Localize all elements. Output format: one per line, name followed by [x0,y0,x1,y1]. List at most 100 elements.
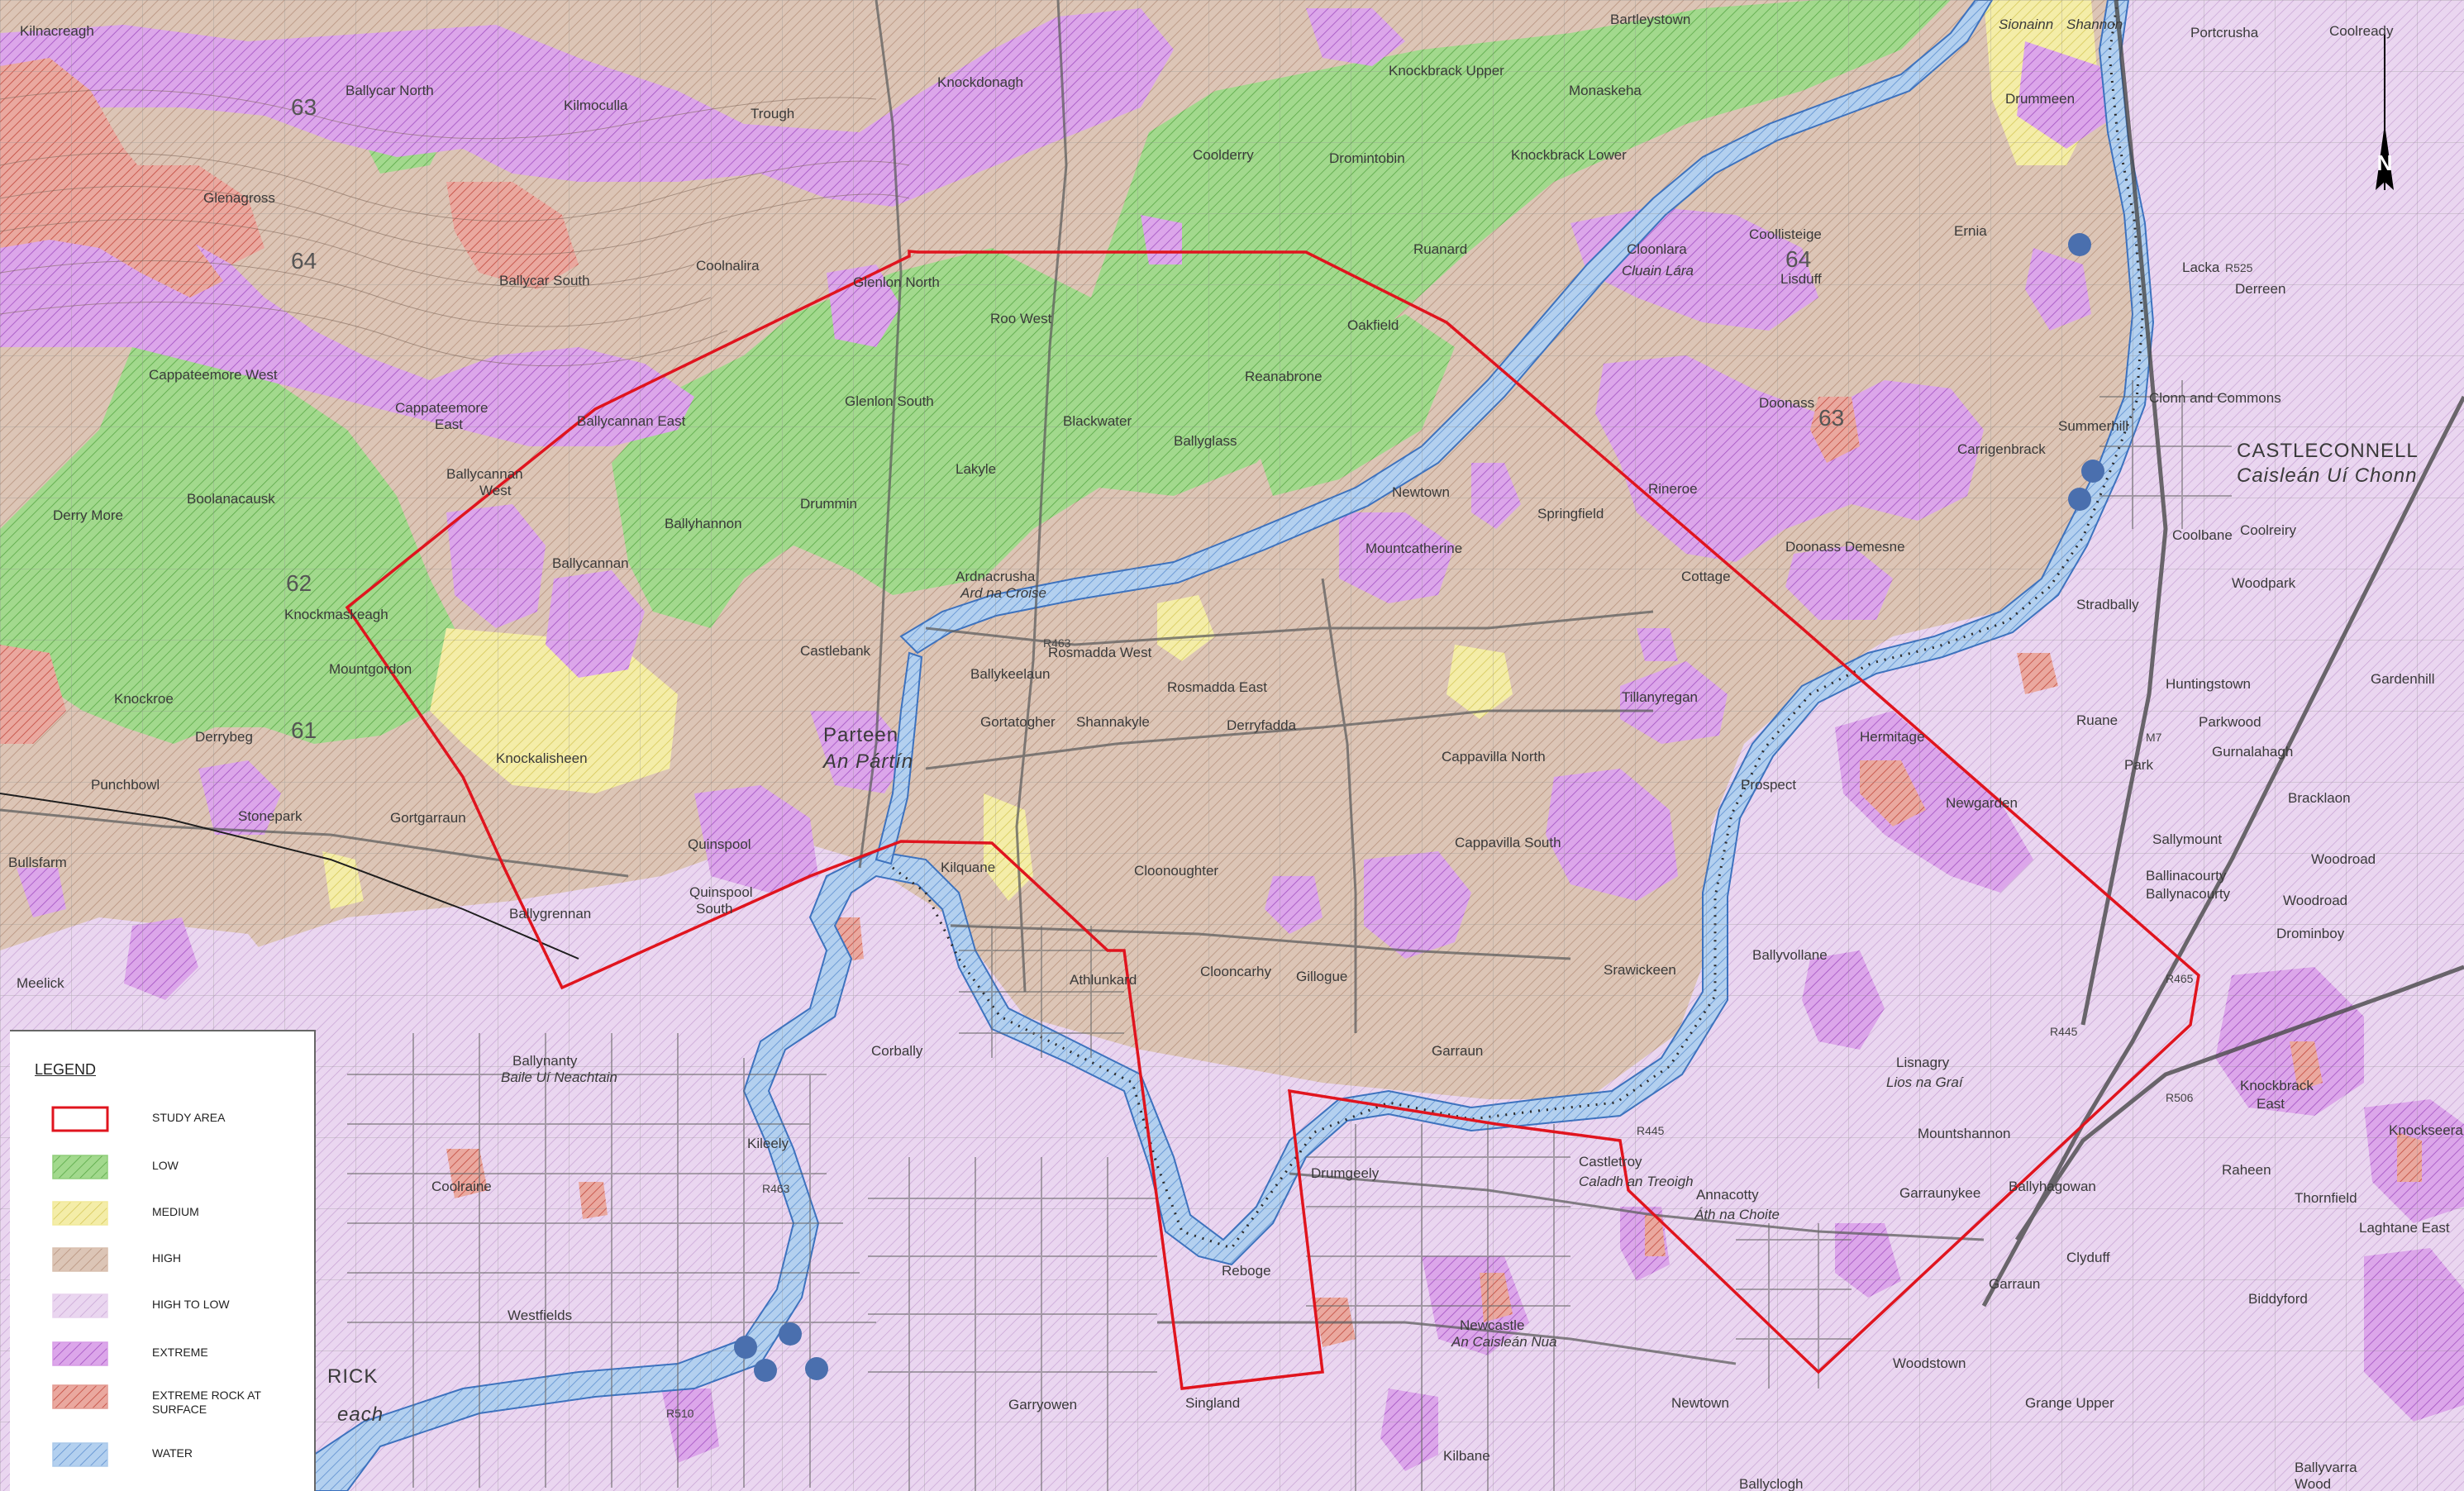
place-label: Knockalisheen [496,750,588,766]
place-label: Thornfield [2295,1190,2357,1206]
place-label: Bracklaon [2288,790,2351,806]
place-label: Rineroe [1648,481,1698,497]
legend-item-high: HIGH [51,1246,307,1276]
place-label: South [696,901,733,917]
place-label: Grange Upper [2025,1395,2114,1411]
legend-swatch [52,1384,108,1409]
place-label: Ballyvarra [2295,1460,2357,1475]
place-label: Castlebank [800,643,871,659]
north-arrow-icon: N [2376,35,2394,190]
place-label: Ballykeelaun [970,666,1051,682]
place-label: Woodroad [2311,851,2376,867]
road-label: R465 [2166,972,2194,985]
place-label: Ballynanty [512,1053,578,1069]
place-label: Quinspool [688,836,751,852]
place-label: Knockbrack [2240,1078,2314,1093]
place-label: Garraun [1989,1276,2041,1292]
legend-swatch [52,1247,108,1272]
place-label: Garraun [1432,1043,1484,1059]
place-label: Rosmadda West [1048,645,1152,660]
place-label: Gillogue [1296,969,1348,984]
place-label: Roo West [990,311,1052,326]
place-label: Coolderry [1193,147,1254,163]
road-label: R463 [1043,636,1071,650]
place-label: Newcastle [1460,1317,1525,1333]
place-label: Woodstown [1893,1355,1966,1371]
place-label: Biddyford [2248,1291,2308,1307]
place-label: Clooncarhy [1200,964,1271,979]
legend-label: HIGH [152,1251,181,1265]
place-label: Newtown [1392,484,1450,500]
place-label: Athlunkard [1070,972,1137,988]
place-label: Cottage [1681,569,1731,584]
place-label: Westfields [508,1308,573,1323]
place-label: Ernia [1954,223,1987,239]
place-label: Mountshannon [1918,1126,2011,1141]
place-label: Prospect [1741,777,1797,793]
place-label: Ballynacourty [2146,886,2231,902]
place-label: Gardenhill [2371,671,2435,687]
place-label: Glenlon South [845,393,934,409]
place-label: Derryfadda [1227,717,1297,733]
place-label: Knockmaskeagh [284,607,388,622]
place-label: East [435,417,464,432]
legend-swatch [52,1155,108,1179]
place-label: Garryowen [1008,1397,1078,1412]
place-label: Caisleán Uí Chonn [2237,464,2418,487]
place-label: West [479,483,512,498]
place-label: Carrigenbrack [1957,441,2046,457]
place-label: Tillanyregan [1622,689,1698,705]
place-label: each [337,1403,384,1426]
legend-label: MEDIUM [152,1205,199,1218]
place-label: Laghtane East [2359,1220,2450,1236]
place-label: Ballyclogh [1739,1476,1804,1491]
place-label: Bullsfarm [8,855,67,870]
legend-item-medium: MEDIUM [51,1200,307,1230]
place-label: Coolnalira [696,258,760,274]
place-label: Knockbrack Upper [1389,63,1504,79]
legend-item-low: LOW [51,1154,307,1184]
place-label: East [2257,1096,2285,1112]
place-label: Shannakyle [1076,714,1150,730]
place-label: Parteen [823,724,899,746]
place-label: Bartleystown [1610,12,1691,27]
place-label: Kileely [747,1136,789,1151]
place-label: Clonn and Commons [2149,390,2281,406]
place-label: Woodroad [2283,893,2348,908]
place-label: Boolanacausk [187,491,275,507]
place-label: Coollisteige [1749,226,1822,242]
road-label: R506 [2166,1091,2194,1104]
place-label: Stonepark [238,808,303,824]
place-label: Summerhill [2058,418,2129,434]
legend-label: HIGH TO LOW [152,1298,230,1311]
place-label: Lios na Graí [1886,1074,1963,1090]
place-label: Ballycannan East [577,413,686,429]
place-label: An Pártín [823,750,914,773]
place-label: Sallymount [2152,831,2223,847]
place-label: Kilbane [1443,1448,1490,1464]
place-label: Ard na Croise [960,585,1046,601]
place-label: Springfield [1537,506,1604,522]
place-label: Huntingstown [2166,676,2252,692]
place-label: Doonass [1759,395,1815,411]
legend-item-extreme: EXTREME [51,1341,307,1370]
grid-label: 64 [1785,246,1812,272]
place-label: Portcrusha [2190,25,2259,40]
place-label: Singland [1185,1395,1241,1411]
place-label: Blackwater [1063,413,1132,429]
place-label: Derreen [2235,281,2286,297]
place-label: Raheen [2222,1162,2271,1178]
place-label: Park [2124,757,2153,773]
road-label: R510 [666,1407,694,1420]
place-label: Caladh an Treoigh [1579,1174,1694,1189]
grid-label: 63 [291,94,317,120]
place-label: Castletroy [1579,1154,1642,1169]
place-label: Coolbane [2172,527,2233,543]
place-label: Doonass Demesne [1785,539,1905,555]
place-label: Lacka [2182,260,2220,275]
place-label: Knockdonagh [937,74,1023,90]
place-label: Cappavilla South [1455,835,1561,850]
grid-label: 62 [286,570,312,596]
legend-label: EXTREME ROCK AT SURFACE [152,1389,261,1416]
